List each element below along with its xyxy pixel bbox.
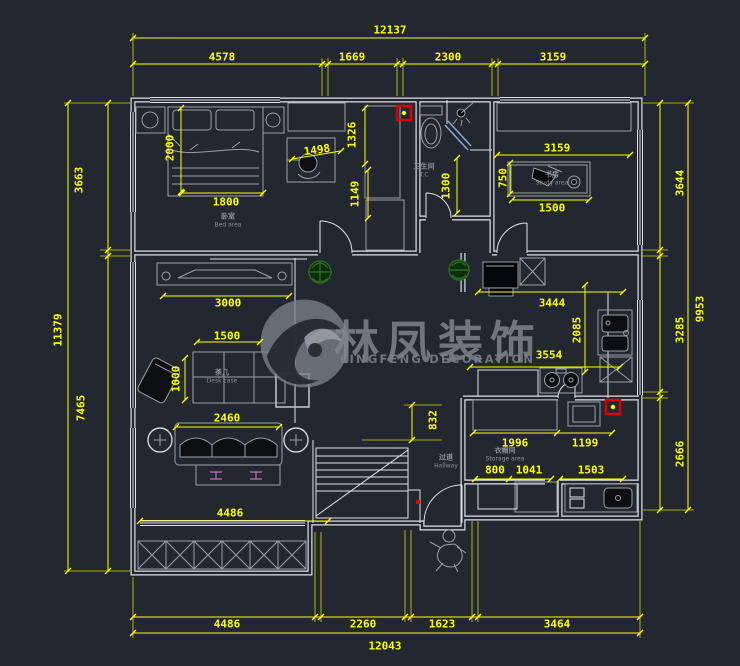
dimension-label-bottom-seg-4: 3464 [543, 617, 571, 631]
red-marker-icon [395, 104, 622, 416]
stairs [315, 447, 420, 519]
dimension-label-sofa-width: 2460 [213, 411, 241, 425]
dimension-label-top-seg-1: 4578 [208, 50, 236, 64]
dimension-label-top-seg-3: 2300 [434, 50, 462, 64]
dimension-label-desk-width: 1500 [538, 201, 566, 215]
dimension-label-storage-dim-1: 1996 [501, 436, 529, 450]
dimension-label-top-overall: 12137 [373, 23, 407, 37]
study-group [496, 102, 632, 197]
dimension-label-bed-length: 1800 [212, 195, 240, 209]
dimension-label-top-seg-4: 3159 [539, 50, 567, 64]
armchair [137, 357, 180, 404]
bed-group [135, 102, 346, 197]
kitchen-group [477, 292, 633, 398]
dimension-label-bottom-overall: 12043 [368, 639, 402, 653]
dimension-label-top-seg-2: 1669 [338, 50, 366, 64]
dimension-label-storage-dim-2: 1199 [571, 436, 599, 450]
shower-area [444, 102, 474, 151]
toilet [419, 105, 443, 149]
dimension-label-storage-dim-3: 800 [485, 463, 505, 477]
sofa-group [147, 422, 309, 486]
windows-layer [130, 97, 643, 526]
dimension-label-kitchen-width-1: 3444 [538, 296, 566, 310]
dimension-label-bottom-seg-1: 4486 [213, 617, 241, 631]
dimension-label-tv-wall: 3000 [214, 296, 242, 310]
plant-icon-2 [448, 259, 470, 281]
tv-cabinet [156, 262, 293, 286]
plant-icon [308, 260, 332, 284]
person-figure [429, 529, 467, 573]
dimension-label-bottom-seg-2: 2260 [349, 617, 377, 631]
dimension-label-living-width: 4486 [216, 506, 244, 520]
dimension-label-storage-dim-4: 1041 [515, 463, 543, 477]
dimension-label-bottom-seg-3: 1623 [428, 617, 456, 631]
dimension-label-study-width: 3159 [543, 141, 571, 155]
storage-group [472, 399, 638, 513]
balcony-railing [137, 540, 307, 570]
dimension-label-coffee-table-width: 1500 [213, 329, 241, 343]
dimension-label-storage-dim-5: 1503 [577, 463, 605, 477]
dimension-label-kitchen-width-2: 3554 [535, 348, 563, 362]
door-arcs [319, 192, 576, 524]
column-box [519, 257, 546, 286]
